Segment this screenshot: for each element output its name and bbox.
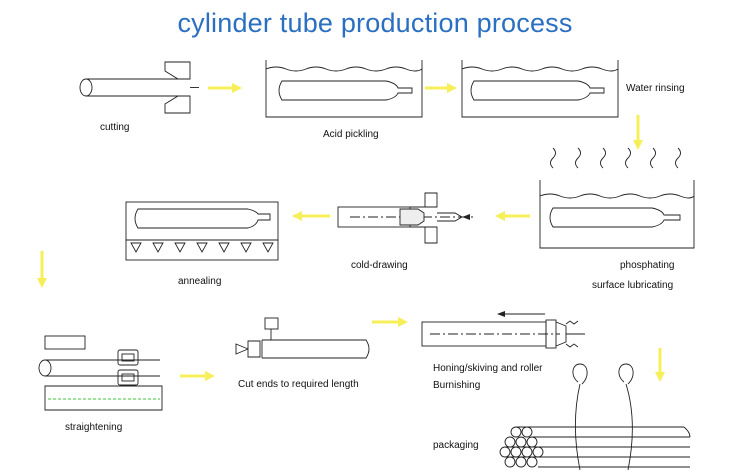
label-cutting: cutting: [100, 122, 130, 133]
arrow-honing-to-packaging: [655, 348, 665, 382]
cold-drawing-illustration: [337, 192, 475, 244]
diagram-title: cylinder tube production process: [177, 8, 573, 38]
water-rinsing-tank: [461, 60, 619, 118]
label-cold-drawing: cold-drawing: [351, 260, 408, 271]
arrow-pickling-to-rinsing: [425, 83, 457, 93]
arrow-straightening-to-cutends: [180, 371, 215, 381]
label-cut-ends: Cut ends to required length: [238, 379, 359, 390]
arrow-rinsing-to-phosphating: [633, 115, 643, 150]
arrow-phosphating-to-drawing: [495, 211, 530, 221]
label-acid-pickling: Acid pickling: [323, 129, 379, 140]
phosphating-tank: [539, 147, 695, 249]
burner-flames: [130, 242, 274, 253]
arrow-cutends-to-honing: [372, 317, 408, 327]
steam-wisps: [550, 147, 681, 169]
cutting-illustration: [79, 61, 199, 114]
annealing-furnace: [125, 201, 279, 261]
label-honing-line2: Burnishing: [433, 380, 481, 391]
flow-arrows: [37, 83, 665, 382]
label-honing-line1: Honing/skiving and roller: [433, 363, 543, 374]
acid-pickling-tank: [265, 60, 423, 118]
label-surface-lubricating: surface lubricating: [592, 280, 674, 291]
packaging-bundle: [499, 363, 691, 471]
arrow-cutting-to-pickling: [208, 83, 242, 93]
cut-ends-illustration: [235, 317, 370, 359]
arrow-drawing-to-annealing: [292, 211, 330, 221]
label-packaging: packaging: [433, 440, 479, 451]
arrow-annealing-to-straightening: [37, 251, 47, 288]
tube-bodies: [505, 426, 691, 468]
label-water-rinsing: Water rinsing: [626, 83, 685, 94]
label-straightening: straightening: [65, 422, 123, 433]
straightening-machine: [38, 335, 163, 411]
honing-illustration: [421, 311, 585, 349]
label-phosphating: phosphating: [620, 260, 675, 271]
label-annealing: annealing: [178, 276, 222, 287]
